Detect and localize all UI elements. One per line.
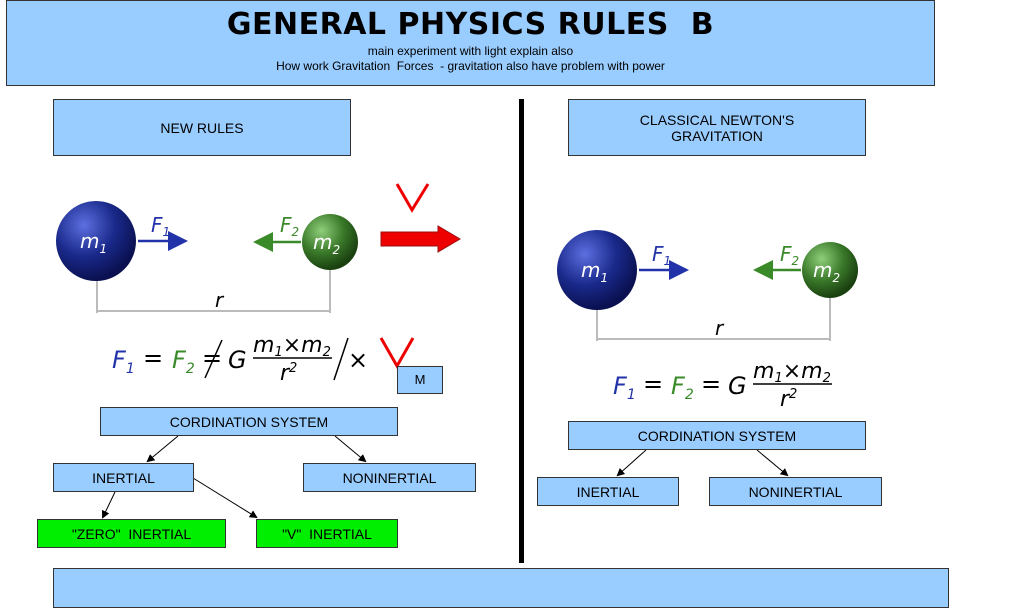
- right-gravity-diagram: r m1 F1 m2 F2: [557, 230, 858, 341]
- velocity-red-arrow: [381, 226, 460, 252]
- right-formula-denominator: r2: [780, 387, 797, 412]
- right-formula-g: G: [728, 372, 747, 400]
- right-coordination-label: CORDINATION SYSTEM: [638, 428, 796, 444]
- left-noninertial-label: NONINERTIAL: [343, 470, 437, 486]
- right-force-2-label: F2: [780, 242, 799, 268]
- right-distance-label: r: [715, 316, 725, 340]
- left-formula-denominator: r2: [280, 361, 297, 386]
- left-formula-g: G: [228, 346, 247, 374]
- left-formula-velocity-v: [381, 338, 413, 366]
- left-force-2-label: F2: [280, 213, 299, 239]
- right-formula-eq-2: =: [701, 370, 721, 398]
- left-inertial-box: INERTIAL: [53, 463, 194, 492]
- right-formula-f2: F2: [671, 372, 694, 403]
- right-formula-f1: F1: [613, 372, 636, 403]
- right-inertial-box: INERTIAL: [537, 477, 679, 506]
- left-coordination-box: CORDINATION SYSTEM: [100, 407, 398, 436]
- right-inertial-label: INERTIAL: [577, 484, 640, 500]
- left-coordination-label: CORDINATION SYSTEM: [170, 414, 328, 430]
- left-formula-eq-1: =: [143, 344, 163, 372]
- mass-m-label: M: [415, 372, 426, 388]
- right-coordination-box: CORDINATION SYSTEM: [568, 421, 866, 450]
- right-formula: F1 = F2 = G m1×m2 r2: [613, 359, 832, 412]
- left-formula: F1 = F2 = G m1×m2 r2 ×: [112, 333, 413, 386]
- left-formula-f2: F2: [172, 346, 195, 377]
- right-force-1-label: F1: [652, 242, 671, 268]
- right-noninertial-label: NONINERTIAL: [749, 484, 843, 500]
- left-formula-times: ×: [348, 346, 368, 374]
- zero-inertial-box: "ZERO" INERTIAL: [37, 519, 226, 548]
- left-formula-numerator: m1×m2: [253, 333, 331, 360]
- zero-inertial-label: "ZERO" INERTIAL: [72, 526, 191, 542]
- left-formula-f1: F1: [112, 346, 135, 377]
- left-inertial-label: INERTIAL: [92, 470, 155, 486]
- v-inertial-box: "V" INERTIAL: [256, 519, 398, 548]
- left-velocity-v-mark: [397, 184, 428, 210]
- left-force-1-label: F1: [151, 213, 170, 239]
- right-formula-numerator: m1×m2: [753, 359, 831, 386]
- mass-m-box: M: [397, 366, 443, 394]
- left-noninertial-box: NONINERTIAL: [303, 463, 476, 492]
- left-gravity-diagram: r m1 F1 m2 F2: [56, 184, 460, 313]
- left-distance-label: r: [215, 288, 225, 312]
- right-noninertial-box: NONINERTIAL: [709, 477, 882, 506]
- footer-banner: [53, 568, 949, 608]
- left-formula-slash-2: [334, 338, 348, 380]
- right-formula-eq-1: =: [643, 370, 663, 398]
- v-inertial-label: "V" INERTIAL: [282, 526, 372, 542]
